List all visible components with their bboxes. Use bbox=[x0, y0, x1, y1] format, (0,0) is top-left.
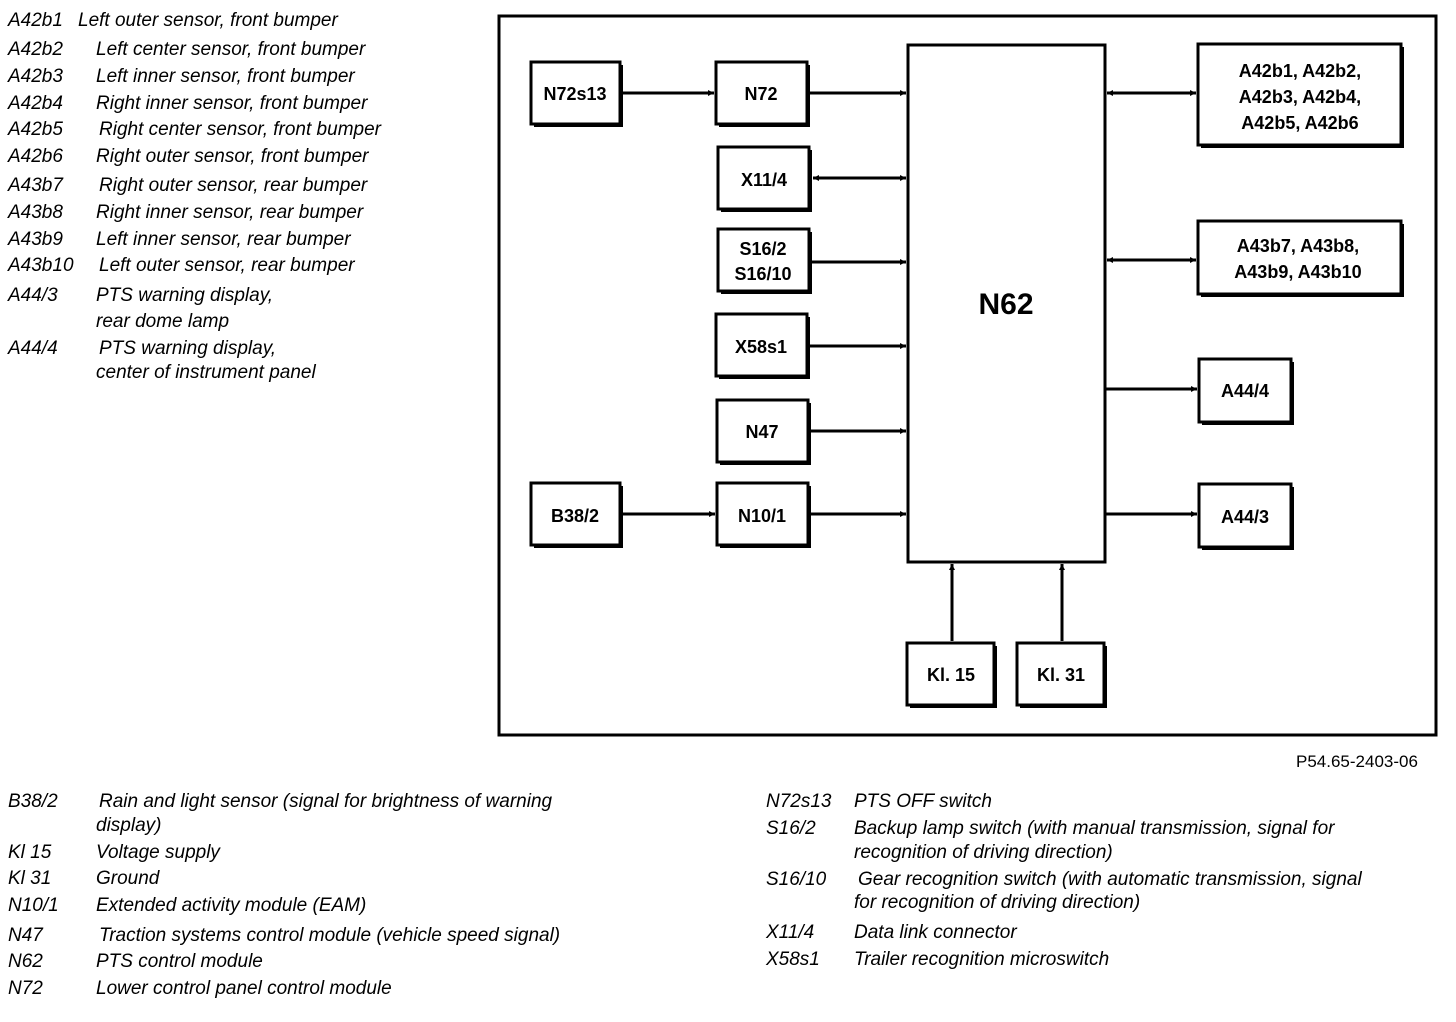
x58s1-label: X58s1 bbox=[735, 337, 787, 357]
legend-desc: display) bbox=[96, 815, 162, 836]
block-diagram: N62 N72s13 N72 X11/4 S16/2 S16/10 X58s1 … bbox=[497, 14, 1438, 737]
legend-code: N72 bbox=[8, 978, 43, 999]
a44-4-label: A44/4 bbox=[1221, 381, 1269, 401]
legend-desc: Right outer sensor, rear bumper bbox=[99, 175, 368, 196]
legend-code: Kl 31 bbox=[8, 868, 52, 889]
a43-line1: A43b7, A43b8, bbox=[1237, 236, 1359, 256]
legend-code: A44/4 bbox=[8, 338, 58, 359]
box-s16: S16/2 S16/10 bbox=[716, 227, 812, 294]
legend-code: A42b6 bbox=[8, 146, 63, 167]
n62-label: N62 bbox=[978, 288, 1033, 321]
legend-code: N62 bbox=[8, 951, 43, 972]
a42-line1: A42b1, A42b2, bbox=[1239, 61, 1361, 81]
legend-code: A43b9 bbox=[8, 229, 63, 250]
legend-desc: Backup lamp switch (with manual transmis… bbox=[854, 818, 1335, 839]
box-kl31: Kl. 31 bbox=[1015, 641, 1107, 708]
legend-code: X11/4 bbox=[766, 922, 815, 943]
legend-code: Kl 15 bbox=[8, 842, 52, 863]
box-a43-sensors: A43b7, A43b8, A43b9, A43b10 bbox=[1196, 219, 1404, 297]
box-a42-sensors: A42b1, A42b2, A42b3, A42b4, A42b5, A42b6 bbox=[1196, 42, 1404, 148]
box-n47: N47 bbox=[715, 398, 811, 465]
legend-code: A43b8 bbox=[8, 202, 63, 223]
kl15-label: Kl. 15 bbox=[927, 665, 975, 685]
figure-id: P54.65-2403-06 bbox=[1296, 752, 1418, 771]
legend-desc: Lower control panel control module bbox=[96, 978, 392, 999]
legend-desc: PTS control module bbox=[96, 951, 263, 972]
legend-desc: Right outer sensor, front bumper bbox=[96, 146, 369, 167]
s16-2-label: S16/2 bbox=[739, 239, 786, 259]
n62-control-module: N62 bbox=[906, 43, 1107, 564]
b38-2-label: B38/2 bbox=[551, 506, 599, 526]
legend-code: A42b4 bbox=[8, 93, 63, 114]
box-b38-2: B38/2 bbox=[529, 481, 623, 548]
connection-lines bbox=[622, 90, 1197, 641]
legend-desc: Rain and light sensor (signal for bright… bbox=[99, 791, 553, 812]
box-n72s13: N72s13 bbox=[529, 60, 623, 127]
box-a44-3: A44/3 bbox=[1197, 482, 1294, 550]
legend-code: A42b2 bbox=[8, 39, 63, 60]
legend-code: B38/2 bbox=[8, 791, 58, 812]
legend-desc: center of instrument panel bbox=[96, 362, 316, 383]
n47-label: N47 bbox=[745, 422, 778, 442]
legend-desc: PTS warning display, bbox=[99, 338, 277, 359]
kl31-label: Kl. 31 bbox=[1037, 665, 1085, 685]
legend-code: A42b1 bbox=[8, 10, 63, 31]
legend-desc: Left center sensor, front bumper bbox=[96, 39, 366, 60]
legend-desc: Left inner sensor, front bumper bbox=[96, 66, 355, 87]
legend-desc: recognition of driving direction) bbox=[854, 842, 1113, 863]
s16-10-label: S16/10 bbox=[734, 264, 791, 284]
a43-line2: A43b9, A43b10 bbox=[1234, 262, 1361, 282]
legend-desc: Left inner sensor, rear bumper bbox=[96, 229, 351, 250]
legend-code: A42b5 bbox=[8, 119, 63, 140]
legend-desc: rear dome lamp bbox=[96, 311, 230, 332]
box-kl15: Kl. 15 bbox=[905, 641, 997, 708]
legend-desc: Left outer sensor, front bumper bbox=[78, 10, 338, 31]
n10-1-label: N10/1 bbox=[738, 506, 786, 526]
legend-code: A43b7 bbox=[8, 175, 63, 196]
box-n10-1: N10/1 bbox=[715, 481, 811, 548]
n72s13-label: N72s13 bbox=[543, 84, 606, 104]
legend-desc: Right inner sensor, rear bumper bbox=[96, 202, 364, 223]
legend-code: N47 bbox=[8, 925, 43, 946]
box-x11-4: X11/4 bbox=[716, 145, 812, 212]
legend-code: A43b10 bbox=[8, 255, 74, 276]
legend-desc: Traction systems control module (vehicle… bbox=[99, 925, 561, 946]
legend-desc: Left outer sensor, rear bumper bbox=[99, 255, 355, 276]
legend-desc: PTS OFF switch bbox=[854, 791, 992, 812]
a42-line2: A42b3, A42b4, bbox=[1239, 87, 1361, 107]
box-x58s1: X58s1 bbox=[714, 312, 810, 379]
legend-desc: Extended activity module (EAM) bbox=[96, 895, 367, 916]
a42-line3: A42b5, A42b6 bbox=[1241, 113, 1358, 133]
legend-code: S16/10 bbox=[766, 869, 827, 890]
legend-code: A42b3 bbox=[8, 66, 63, 87]
legend-code: S16/2 bbox=[766, 818, 816, 839]
legend-code: X58s1 bbox=[766, 949, 820, 970]
legend-desc: Data link connector bbox=[854, 922, 1017, 943]
a44-3-label: A44/3 bbox=[1221, 507, 1269, 527]
legend-desc: Right center sensor, front bumper bbox=[99, 119, 381, 140]
legend-desc: for recognition of driving direction) bbox=[854, 892, 1141, 913]
legend-code: N10/1 bbox=[8, 895, 59, 916]
legend-desc: PTS warning display, bbox=[96, 285, 274, 306]
legend-code: A44/3 bbox=[8, 285, 58, 306]
legend-code: N72s13 bbox=[766, 791, 832, 812]
box-n72: N72 bbox=[714, 60, 810, 127]
x11-4-label: X11/4 bbox=[741, 170, 787, 190]
legend-desc: Voltage supply bbox=[96, 842, 220, 863]
legend-desc: Right inner sensor, front bumper bbox=[96, 93, 368, 114]
legend-desc: Gear recognition switch (with automatic … bbox=[858, 869, 1362, 890]
diagram-frame bbox=[497, 14, 1438, 737]
box-a44-4: A44/4 bbox=[1197, 357, 1294, 425]
n72-label: N72 bbox=[744, 84, 777, 104]
legend-desc: Ground bbox=[96, 868, 160, 889]
legend-desc: Trailer recognition microswitch bbox=[854, 949, 1110, 970]
